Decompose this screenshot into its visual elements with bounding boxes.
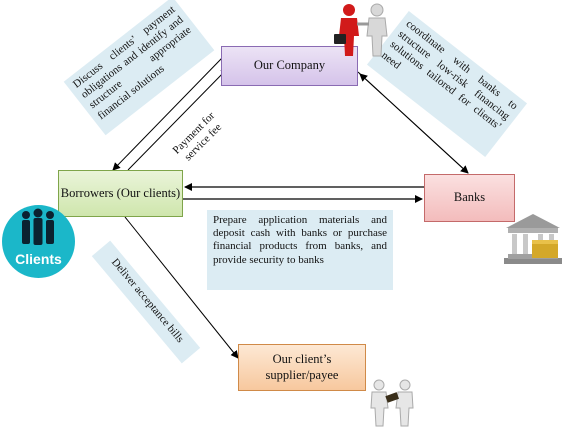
node-our-company: Our Company [221,46,358,86]
arrow-borrowers-to-company [127,67,229,171]
handshake-payment-icon [370,379,414,427]
note-prepare: Prepare application materials and deposi… [207,210,393,290]
arrow-borrowers-to-supplier [124,216,239,359]
arrow-banks-to-company [359,73,469,174]
clients-badge-label: Clients [15,251,62,267]
bank-building-icon [504,214,562,264]
clients-people-icon [22,208,54,245]
arrow-company-to-borrowers [112,57,223,171]
node-borrowers: Borrowers (Our clients) [58,170,183,217]
clients-badge: Clients [2,205,75,278]
node-banks: Banks [424,174,515,222]
node-supplier: Our client’s supplier/payee [238,344,366,391]
handshake-people-icon [334,3,388,57]
